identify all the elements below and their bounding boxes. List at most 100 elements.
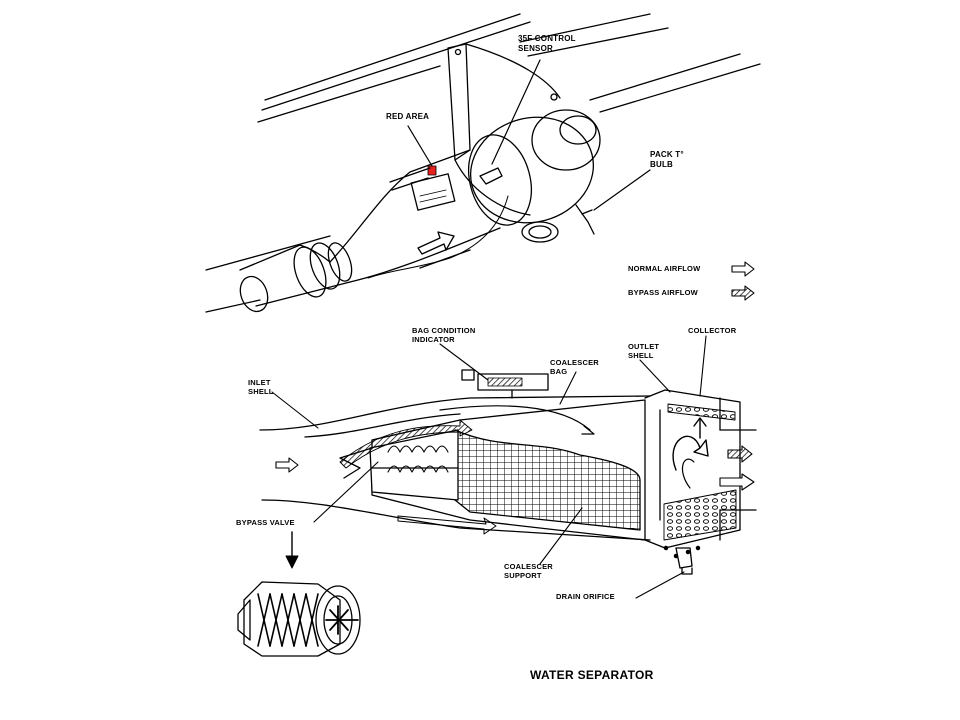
duct-body [239,244,301,271]
drain-orifice [681,567,693,575]
upper-internal-airflow-arrow [581,425,595,435]
coalescer-support-label-line2: SUPPORT [504,571,542,580]
upper-internal-airflow-arrow [439,405,591,431]
bypass-valve-down-arrow-head [285,555,299,569]
mounting-bracket [465,43,561,99]
lower-internal-airflow-arrow [397,515,497,535]
control-sensor-label-line1: 35F CONTROL [518,34,576,43]
inlet-shell-label-line1: INLET [248,378,271,387]
bag-condition-indicator-cap [461,369,475,381]
bag-condition-indicator [477,373,549,391]
collector-leader [699,335,707,397]
structure-beam-line [519,13,651,43]
bag-condition-indicator-window [487,377,523,387]
valve-detail-spring [257,593,319,647]
duct-coupling [309,242,341,290]
legend-bypass-airflow: BYPASS AIRFLOW [628,288,698,297]
collector-flow-loop [672,435,709,471]
structure-beam-line [599,63,761,113]
outlet-shell-label-line2: SHELL [628,351,654,360]
bracket-bolt [454,48,462,56]
structure-beam-line [205,235,331,271]
legend-normal-airflow: NORMAL AIRFLOW [628,264,701,273]
pack-bulb-label: PACK T° BULB [650,150,684,170]
duct-coupling [293,246,327,298]
inlet-shell-outline [259,395,651,431]
bypass-valve-spring [387,445,449,453]
drain-fitting [675,547,693,569]
structure-beam-line [589,53,741,101]
collector-housing [644,389,741,549]
duct-body [349,227,501,283]
mounting-bracket [447,43,471,161]
side-port [521,221,559,243]
inlet-pipe-end [239,275,269,313]
pack-bulb-label-line1: PACK T° [650,150,684,159]
structure-beam-line [205,299,261,313]
structure-beam-line [261,21,531,111]
coalescer-support-leader [539,507,583,565]
outlet-airflow-arrow [719,473,755,491]
outlet-shell-label-line1: OUTLET [628,342,660,351]
bypass-valve-detail [237,581,361,657]
legend-arrows [731,261,755,301]
outlet-shell-label: OUTLET SHELL [628,342,659,360]
upper-installation-view [205,13,761,313]
bracket-bolt [550,93,558,101]
outlet-dome-top [559,115,597,145]
collector-drops-top [667,403,736,421]
valve-detail-flange [237,599,251,641]
bypass-valve-label: BYPASS VALVE [236,518,295,527]
structure-beam-line [527,27,669,57]
mounting-bracket [454,159,531,216]
drain-orifice-leader [635,571,685,599]
structure-beam-line [257,65,441,123]
valve-detail-end [315,585,361,655]
collector-flow-loop [681,458,695,489]
bag-indicator-leader [439,343,489,381]
separator-housing-rim [468,134,532,226]
control-sensor-leader [491,59,541,165]
inlet-shell-label: INLET SHELL [248,378,274,396]
structure-beam-line [264,13,521,101]
bag-condition-indicator-label-line1: BAG CONDITION [412,326,476,335]
inlet-shell-label-line2: SHELL [248,387,274,396]
upper-airflow-arrow [417,231,455,255]
outlet-bypass-arrow [727,445,753,463]
red-area-label: RED AREA [386,112,430,121]
pack-temp-bulb [575,204,595,235]
normal-airflow-legend-arrow [731,261,755,277]
control-sensor-label-line2: SENSOR [518,44,553,53]
collector-label: COLLECTOR [688,326,737,335]
drain-orifice-label: DRAIN ORIFICE [556,592,615,601]
placard [410,173,456,211]
coalescer-bag-label-line2: BAG [550,367,568,376]
coalescer-support-label: COALESCER SUPPORT [504,562,553,580]
bypass-valve [369,429,459,501]
coalescer-support-label-line1: COALESCER [504,562,553,571]
inlet-shell-arrow [693,417,707,427]
inlet-shell-inner [304,413,461,438]
water-drop [663,545,669,551]
red-area-indicator [427,165,437,176]
inlet-airflow-arrow [275,457,299,473]
water-drop [685,549,691,555]
pack-bulb-leader [593,169,651,211]
diagram-title: WATER SEPARATOR [530,668,654,682]
sensor-fitting [479,167,503,185]
sensing-line [367,195,509,279]
duct-coupling [327,242,353,282]
outlet-shell-leader [639,359,671,393]
coalescer-mesh [454,429,641,531]
outlet-dome [531,109,601,171]
bypass-valve-leader [313,461,379,523]
coalescer-bag-label: COALESCER BAG [550,358,599,376]
water-drop [673,553,679,559]
valve-detail-hub [325,605,359,635]
duct-body [329,149,471,263]
red-area-leader [407,125,433,167]
bypass-valve-spring [387,465,449,473]
separator-housing [469,116,595,224]
duct-body [255,281,351,307]
